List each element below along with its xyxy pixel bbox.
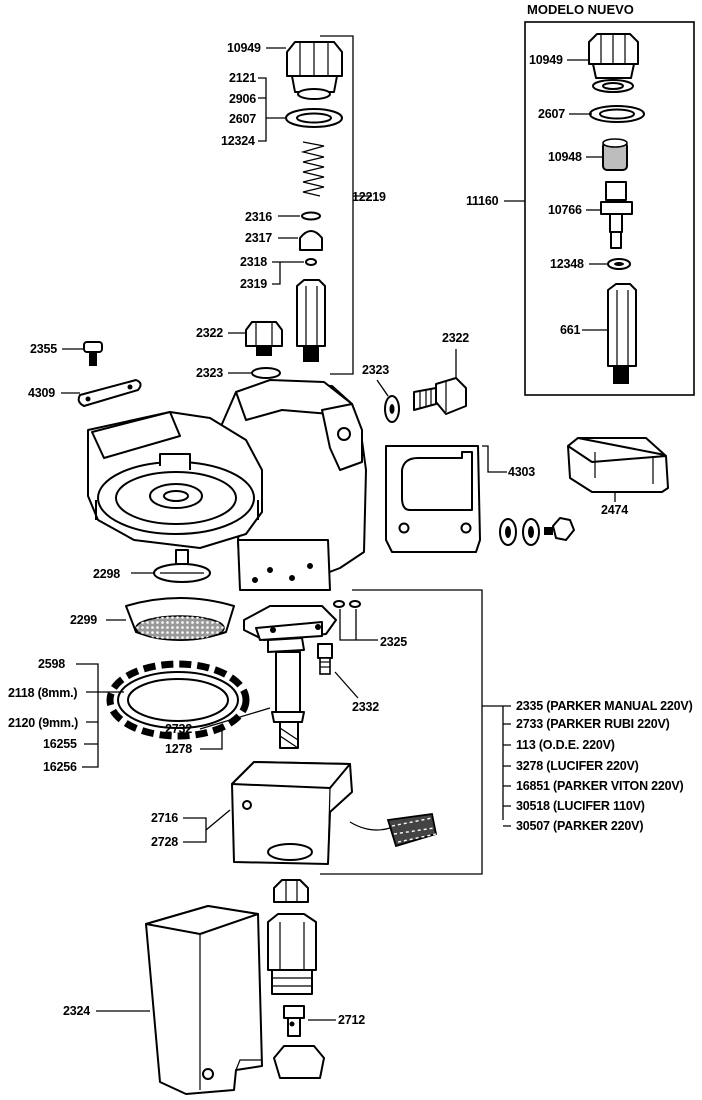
nut-bottom <box>273 879 309 903</box>
valve-list-bracket <box>320 589 503 875</box>
valve-list-item: 113 (O.D.E. 220V) <box>516 738 615 752</box>
label-inset-2607: 2607 <box>538 107 565 121</box>
valve-list-item: 3278 (LUCIFER 220V) <box>516 759 639 773</box>
group-body <box>87 379 367 591</box>
label-12324: 12324 <box>221 134 255 148</box>
valve-list: 2335 (PARKER MANUAL 220V) 2733 (PARKER R… <box>516 699 693 833</box>
label-inset-10948: 10948 <box>548 150 582 164</box>
label-2607: 2607 <box>229 112 256 126</box>
solenoid-valve <box>243 605 337 749</box>
valve-list-item: 2335 (PARKER MANUAL 220V) <box>516 699 693 713</box>
label-2324: 2324 <box>63 1004 90 1018</box>
label-2732: 2732 <box>165 722 192 736</box>
label-2598: 2598 <box>38 657 65 671</box>
cap-2474 <box>567 437 669 493</box>
washer-2323-right <box>384 395 400 423</box>
label-2317: 2317 <box>245 231 272 245</box>
label-2712: 2712 <box>338 1013 365 1027</box>
label-16255: 16255 <box>43 737 77 751</box>
label-2906: 2906 <box>229 92 256 106</box>
oring-2316 <box>301 211 321 221</box>
label-2298: 2298 <box>93 567 120 581</box>
label-2316: 2316 <box>245 210 272 224</box>
label-4309: 4309 <box>28 386 55 400</box>
nut-10949 <box>286 41 343 100</box>
screw-2355 <box>83 341 103 366</box>
strip-4309 <box>77 379 142 407</box>
label-12219: 12219 <box>352 190 386 204</box>
label-2322-right: 2322 <box>442 331 469 345</box>
label-2323-right: 2323 <box>362 363 389 377</box>
shower-screen-2299 <box>125 597 235 641</box>
ring-2318 <box>305 258 317 266</box>
bracket-4303 <box>385 445 481 553</box>
bolt-2322 <box>245 321 283 356</box>
inset-spacer-661 <box>607 283 637 384</box>
label-2318: 2318 <box>240 255 267 269</box>
valve-list-item: 16851 (PARKER VITON 220V) <box>516 779 684 793</box>
screw-2332 <box>317 643 333 675</box>
label-2299: 2299 <box>70 613 97 627</box>
label-inset-10766: 10766 <box>548 203 582 217</box>
label-1278: 1278 <box>165 742 192 756</box>
cover-2324 <box>145 905 263 1095</box>
washer-2323 <box>251 367 281 379</box>
rings-2325 <box>333 600 361 608</box>
inset-jet-10766 <box>600 181 633 249</box>
label-2332: 2332 <box>352 700 379 714</box>
valve-list-item: 30507 (PARKER 220V) <box>516 819 643 833</box>
label-2325: 2325 <box>380 635 407 649</box>
spacer-rod <box>296 279 326 362</box>
insert-2712 <box>283 1005 305 1037</box>
valve-list-item: 2733 (PARKER RUBI 220V) <box>516 717 670 731</box>
sleeve <box>267 913 317 995</box>
label-inset-12348: 12348 <box>550 257 584 271</box>
piston-2317 <box>299 230 323 251</box>
inset-filter-10948 <box>602 138 628 171</box>
label-2728: 2728 <box>151 835 178 849</box>
nut-end <box>273 1045 325 1079</box>
label-2355: 2355 <box>30 342 57 356</box>
gasket-2598 <box>106 660 250 740</box>
inset-nut-10949 <box>588 33 639 93</box>
coil-2716 <box>231 761 438 865</box>
inset-frame <box>524 21 695 396</box>
label-2716: 2716 <box>151 811 178 825</box>
disk-2298 <box>153 549 211 583</box>
label-2120: 2120 (9mm.) <box>8 716 78 730</box>
label-2323: 2323 <box>196 366 223 380</box>
label-2474: 2474 <box>601 503 628 517</box>
label-inset-11160: 11160 <box>466 194 499 208</box>
label-2319: 2319 <box>240 277 267 291</box>
fastener-set-right <box>499 517 575 546</box>
label-2121: 2121 <box>229 71 256 85</box>
spring <box>300 141 325 197</box>
label-2118: 2118 (8mm.) <box>8 686 77 700</box>
inset-title: MODELO NUEVO <box>527 2 634 17</box>
label-4303: 4303 <box>508 465 535 479</box>
label-inset-10949: 10949 <box>529 53 563 67</box>
label-16256: 16256 <box>43 760 77 774</box>
label-10949: 10949 <box>227 41 261 55</box>
label-2322: 2322 <box>196 326 223 340</box>
bolt-2322-right <box>413 377 467 415</box>
valve-list-item: 30518 (LUCIFER 110V) <box>516 799 645 813</box>
label-inset-661: 661 <box>560 323 581 337</box>
